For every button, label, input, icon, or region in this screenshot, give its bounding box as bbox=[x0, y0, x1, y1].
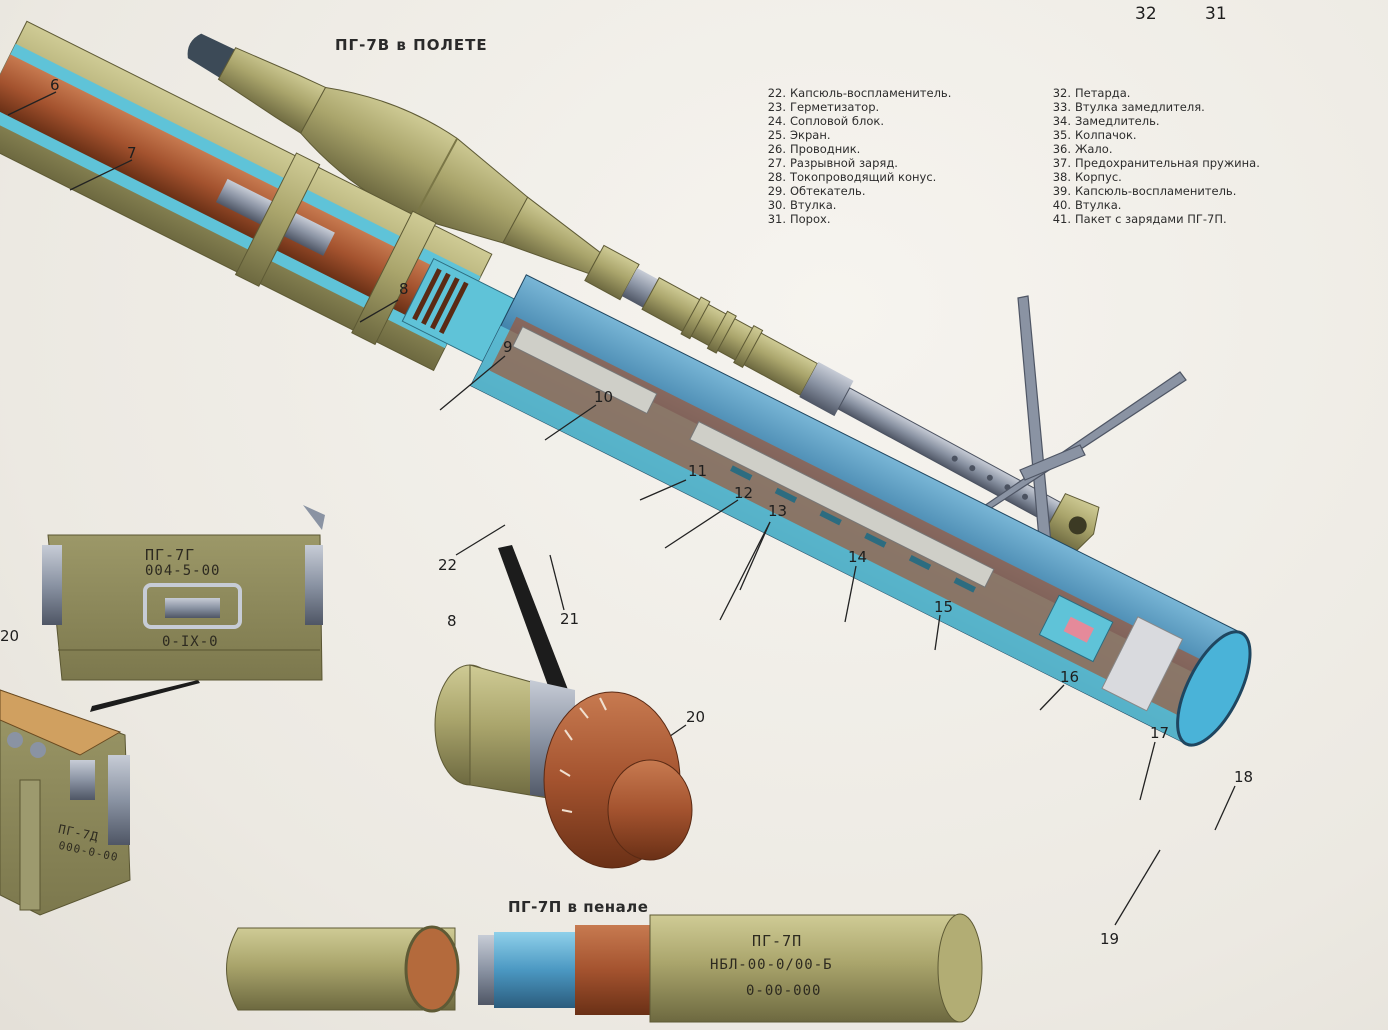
callout-18: 18 bbox=[1234, 768, 1254, 786]
box-stencil-line1: ПГ-7Г bbox=[145, 546, 196, 564]
legend-text: Втулка замедлителя. bbox=[1075, 100, 1205, 114]
legend-num: 24. bbox=[767, 114, 786, 128]
top-number-31: 31 bbox=[1205, 4, 1227, 24]
callout-19: 19 bbox=[1100, 930, 1120, 948]
legend-right: 32. Петарда. 33. Втулка замедлителя. 34. За… bbox=[1045, 86, 1260, 226]
legend-num: 35. bbox=[1052, 128, 1071, 142]
legend-num: 38. bbox=[1052, 170, 1071, 184]
box-stencil-line3: 0-IX-0 bbox=[162, 634, 219, 650]
box-stencil-line2: 004-5-00 bbox=[145, 563, 221, 579]
legend-num: 41. bbox=[1052, 212, 1071, 226]
legend-num: 33. bbox=[1052, 100, 1071, 114]
legend-text: Петарда. bbox=[1075, 86, 1131, 100]
case-pg7p bbox=[226, 913, 983, 1023]
case-stencil-line2: НБЛ-00-0/00-Б bbox=[710, 957, 833, 973]
callout-10: 10 bbox=[594, 388, 614, 406]
legend-text: Жало. bbox=[1075, 142, 1113, 156]
legend-num: 22. bbox=[767, 86, 786, 100]
detail-cartridge bbox=[434, 664, 693, 869]
callout-22: 22 bbox=[438, 556, 458, 574]
callout-20: 20 bbox=[686, 708, 706, 726]
case-title: ПГ-7П в пенале bbox=[508, 898, 649, 916]
legend-text: Разрывной заряд. bbox=[790, 156, 898, 170]
callout-9: 9 bbox=[503, 338, 513, 356]
launcher-cutaway bbox=[0, 20, 1252, 747]
legend-text: Пакет с зарядами ПГ-7П. bbox=[1075, 212, 1227, 226]
legend-text: Капсюль-воспламенитель. bbox=[1075, 184, 1237, 198]
legend-left: 22. Капсюль-воспламенитель. 23. Герметизат… bbox=[760, 86, 952, 226]
legend-text: Порох. bbox=[790, 212, 831, 226]
legend-num: 25. bbox=[767, 128, 786, 142]
legend-text: Сопловой блок. bbox=[790, 114, 884, 128]
callout-14: 14 bbox=[848, 548, 868, 566]
legend-text: Предохранительная пружина. bbox=[1075, 156, 1260, 170]
detail-pointer bbox=[498, 545, 572, 705]
callout-17: 17 bbox=[1150, 724, 1170, 742]
callout-12: 12 bbox=[734, 484, 754, 502]
callout-16: 16 bbox=[1060, 668, 1080, 686]
legend-num: 39. bbox=[1052, 184, 1071, 198]
legend-text: Токопроводящий конус. bbox=[790, 170, 937, 184]
callout-6: 6 bbox=[50, 76, 60, 94]
legend-text: Корпус. bbox=[1075, 170, 1122, 184]
crate-pg7d bbox=[0, 689, 131, 916]
legend-num: 27. bbox=[767, 156, 786, 170]
callout-13: 13 bbox=[768, 502, 788, 520]
legend-num: 36. bbox=[1052, 142, 1071, 156]
callout-15: 15 bbox=[934, 598, 954, 616]
legend-text: Замедлитель. bbox=[1075, 114, 1160, 128]
legend-num: 31. bbox=[767, 212, 786, 226]
legend-text: Колпачок. bbox=[1075, 128, 1137, 142]
legend-text: Втулка. bbox=[1075, 198, 1122, 212]
legend-num: 30. bbox=[767, 198, 786, 212]
callout-8: 8 bbox=[399, 280, 409, 298]
legend-num: 32. bbox=[1052, 86, 1071, 100]
legend-num: 28. bbox=[767, 170, 786, 184]
callout-20-box: 20 bbox=[0, 627, 20, 645]
legend-text: Проводник. bbox=[790, 142, 861, 156]
case-stencil-line3: 0-00-000 bbox=[746, 983, 822, 999]
flying-grenade bbox=[187, 33, 1100, 554]
flight-title: ПГ-7В в ПОЛЕТЕ bbox=[335, 36, 488, 54]
callout-11: 11 bbox=[688, 462, 708, 480]
legend-text: Втулка. bbox=[790, 198, 837, 212]
legend-text: Обтекатель. bbox=[790, 184, 866, 198]
callout-21: 21 bbox=[560, 610, 580, 628]
legend-num: 34. bbox=[1052, 114, 1071, 128]
callout-8-detail: 8 bbox=[447, 612, 457, 630]
legend-num: 29. bbox=[767, 184, 786, 198]
box-pg7g bbox=[42, 505, 325, 681]
top-number-32: 32 bbox=[1135, 4, 1157, 24]
legend-num: 26. bbox=[767, 142, 786, 156]
legend-text: Экран. bbox=[790, 128, 831, 142]
callout-7: 7 bbox=[127, 144, 137, 162]
legend-num: 40. bbox=[1052, 198, 1071, 212]
legend-text: Капсюль-воспламенитель. bbox=[790, 86, 952, 100]
case-stencil-line1: ПГ-7П bbox=[752, 932, 803, 950]
legend-num: 23. bbox=[767, 100, 786, 114]
legend-num: 37. bbox=[1052, 156, 1071, 170]
legend-text: Герметизатор. bbox=[790, 100, 880, 114]
